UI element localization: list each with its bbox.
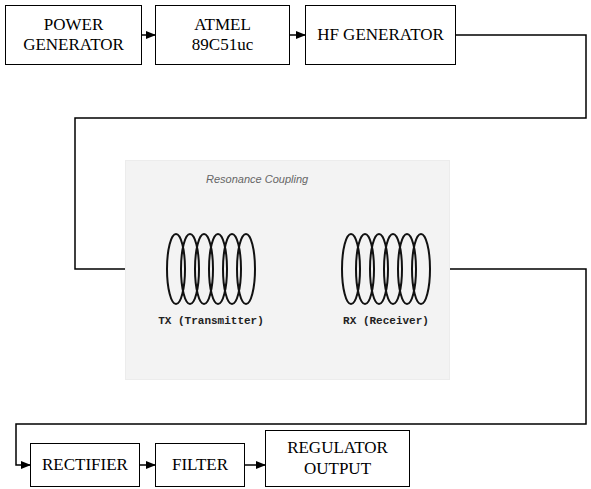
coil-label: RX (Receiver) <box>331 315 441 327</box>
coil-label: TX (Transmitter) <box>156 315 266 327</box>
flow-arrow <box>142 34 155 36</box>
transmitter-coil: TX (Transmitter) <box>156 231 266 331</box>
box-label: FILTER <box>166 455 234 475</box>
coil-winding <box>331 231 441 307</box>
box-label: POWER GENERATOR <box>6 15 141 56</box>
flow-arrow <box>290 34 305 36</box>
coupling-panel: Resonance Coupling TX (Transmitter) RX (Re… <box>125 160 450 380</box>
process-box: ATMEL 89C51uc <box>155 5 290 65</box>
box-label: HF GENERATOR <box>311 25 450 45</box>
flow-arrow <box>245 464 265 466</box>
panel-title: Resonance Coupling <box>206 173 308 185</box>
coil-winding <box>156 231 266 307</box>
box-label: ATMEL 89C51uc <box>156 15 289 56</box>
box-label: REGULATOR OUTPUT <box>266 438 409 479</box>
process-box: FILTER <box>155 443 245 487</box>
process-box: RECTIFIER <box>30 443 140 487</box>
output-box: REGULATOR OUTPUT <box>265 430 410 487</box>
flow-arrow <box>140 464 155 466</box>
receiver-coil: RX (Receiver) <box>331 231 441 331</box>
process-box: HF GENERATOR <box>305 5 456 65</box>
process-box: POWER GENERATOR <box>5 5 142 65</box>
box-label: RECTIFIER <box>36 455 134 475</box>
